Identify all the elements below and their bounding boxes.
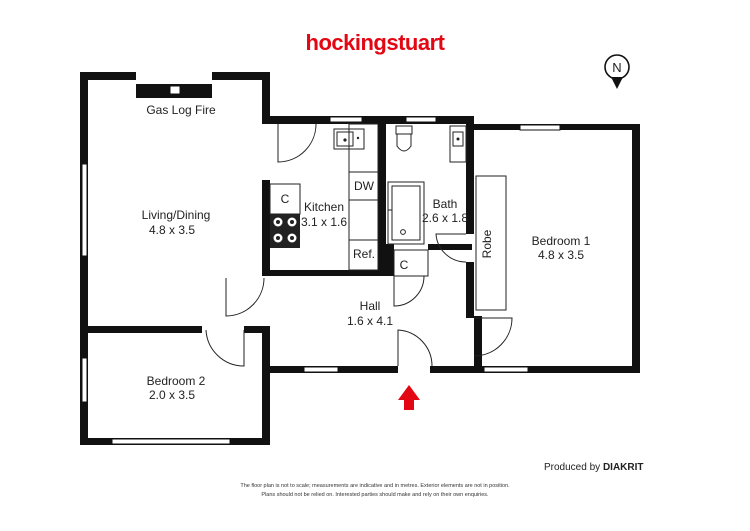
kitchen-door-swing	[277, 123, 317, 163]
living-dining-walls	[80, 72, 382, 445]
fire-label: Gas Log Fire	[146, 103, 216, 117]
living-size: 4.8 x 3.5	[149, 223, 195, 237]
north-compass-icon: N	[604, 54, 630, 89]
disclaimer-line-2: Plans should not be relied on. Intereste…	[261, 492, 489, 498]
hall-name: Hall	[360, 299, 381, 313]
cooktop-c-label: C	[281, 192, 290, 206]
fridge-label: Ref.	[353, 247, 375, 261]
disclaimer-line-1: The floor plan is not to scale; measurem…	[240, 483, 510, 489]
disclaimer: The floor plan is not to scale; measurem…	[200, 482, 550, 500]
bedroom1-door-swing	[473, 317, 513, 357]
vanity-icon	[449, 125, 467, 163]
robe-cupboard	[475, 175, 507, 311]
bath-name: Bath	[433, 197, 458, 211]
producer-name: DIAKRIT	[602, 462, 644, 473]
hall-size: 1.6 x 4.1	[347, 314, 393, 328]
brand-logo: hockingstuart	[0, 30, 750, 56]
produced-by: Produced by DIAKRIT	[544, 462, 644, 473]
front-door-swing	[397, 329, 433, 367]
brand-name: hockingstuart	[305, 30, 445, 55]
cupboard-c-label: C	[400, 258, 409, 272]
compass-label: N	[612, 60, 621, 75]
kitchen-size: 3.1 x 1.6	[301, 215, 347, 229]
bedroom1-size: 4.8 x 3.5	[538, 248, 584, 262]
shower-icon	[387, 181, 425, 245]
bedroom2-size: 2.0 x 3.5	[149, 388, 195, 402]
entry-arrow-icon	[398, 385, 420, 410]
living-door-swing	[225, 277, 265, 317]
robe-label: Robe	[480, 229, 494, 258]
dishwasher-label: DW	[354, 179, 375, 193]
kitchen-name: Kitchen	[304, 200, 344, 214]
bedroom2-door-swing	[205, 329, 245, 367]
living-name: Living/Dining	[142, 208, 211, 222]
bath-size: 2.6 x 1.8	[422, 211, 468, 225]
toilet-icon	[395, 125, 413, 152]
produced-by-label: Produced by	[544, 462, 601, 473]
bedroom2-name: Bedroom 2	[147, 374, 206, 388]
bedroom1-name: Bedroom 1	[532, 234, 591, 248]
cooktop-icon	[269, 183, 301, 248]
living-window	[81, 163, 88, 257]
